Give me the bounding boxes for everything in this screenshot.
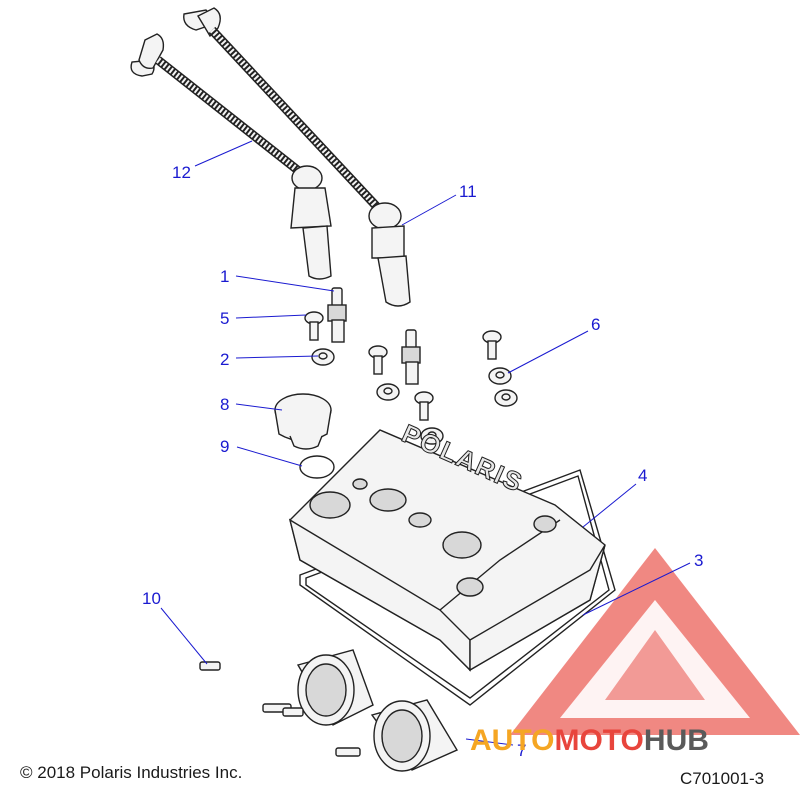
small-bolt-group: [199, 661, 361, 757]
leader-6: [507, 330, 589, 374]
callout-4: 4: [638, 466, 647, 485]
leader-12: [194, 140, 253, 167]
leader-2: [235, 355, 319, 359]
valve-cover: POLARIS: [288, 418, 606, 672]
watermark-auto: AUTO: [470, 724, 554, 757]
leader-8: [235, 403, 283, 411]
leader-lines: [160, 140, 691, 746]
leader-1: [235, 275, 335, 292]
svg-text:AUTOMOTOHUB: AUTOMOTOHUB: [470, 724, 709, 757]
callout-5: 5: [220, 309, 229, 328]
spark-plug-wire-12: [130, 33, 332, 280]
leader-3: [582, 562, 691, 616]
callout-2: 2: [220, 350, 229, 369]
copyright-text: © 2018 Polaris Industries Inc.: [20, 763, 242, 782]
spark-plug-wire-11: [183, 7, 411, 307]
callout-3: 3: [694, 551, 703, 570]
callout-12: 12: [172, 163, 191, 182]
leader-10: [160, 607, 208, 665]
watermark-hub: HUB: [644, 724, 709, 757]
watermark-wordmark: AUTOMOTOHUB: [470, 724, 709, 757]
callout-8: 8: [220, 395, 229, 414]
leader-7: [465, 738, 514, 746]
diagram-code: C701001-3: [680, 769, 764, 788]
callout-1: 1: [220, 267, 229, 286]
leader-5: [235, 314, 307, 319]
watermark-logo: [510, 548, 800, 735]
watermark-triangle-core: [605, 630, 705, 700]
spark-plug-right: [401, 329, 421, 385]
callout-10: 10: [142, 589, 161, 608]
callout-11: 11: [459, 182, 477, 201]
leader-11: [401, 194, 457, 226]
spark-plug-left: [327, 287, 347, 343]
leader-9: [236, 446, 303, 467]
washer-group: [311, 348, 518, 445]
callout-7: 7: [517, 741, 526, 760]
bolt-group: [304, 311, 502, 421]
intake-boot-right: [370, 699, 459, 772]
intake-boot-left: [296, 649, 374, 726]
valve-cover-gasket: [299, 469, 616, 706]
watermark-moto: MOTO: [554, 724, 643, 757]
callout-6: 6: [591, 315, 600, 334]
callout-labels: 1 2 3 4 5 6 7 8 9 10 11 12: [142, 163, 703, 760]
o-ring: [299, 455, 335, 479]
callout-9: 9: [220, 437, 229, 456]
leader-4: [582, 483, 637, 528]
oil-filler-cap: [274, 393, 332, 450]
